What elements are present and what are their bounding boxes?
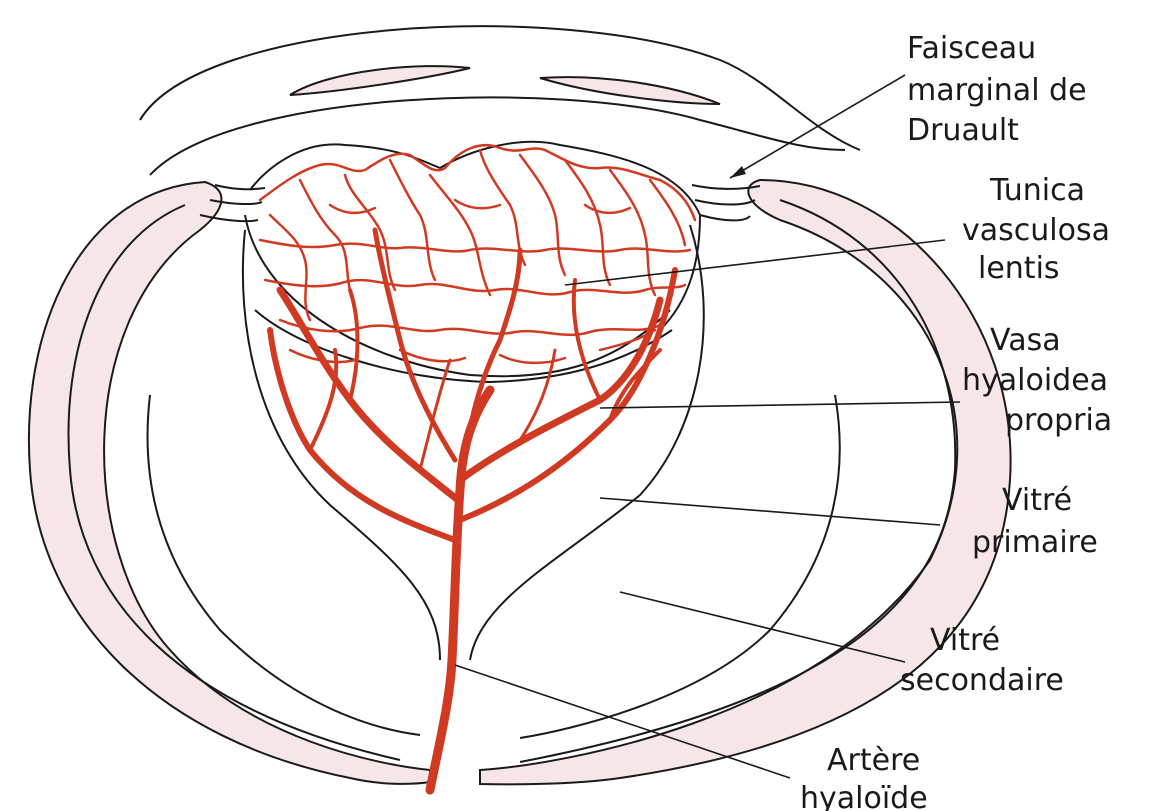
upper-lid-band	[140, 26, 860, 175]
label-vasa-line3: propria	[1005, 403, 1112, 438]
hyaloid-vascular-network	[260, 145, 695, 790]
leader-vitre-primaire	[600, 498, 940, 525]
hyaloid-artery-trunk	[430, 390, 490, 790]
label-vitre-secondaire-line2: secondaire	[900, 663, 1064, 698]
label-vitre-primaire-line2: primaire	[972, 525, 1098, 560]
label-vasa-line2: hyaloidea	[962, 363, 1108, 398]
leader-vitre-secondaire	[620, 592, 905, 662]
label-artere-line2: hyaloïde	[800, 781, 928, 811]
label-faisceau-line1: Faisceau	[907, 31, 1036, 66]
label-tunica-line2: vasculosa	[962, 213, 1110, 248]
label-tunica-line3: lentis	[978, 251, 1060, 286]
leader-faisceau	[730, 75, 905, 178]
label-artere-line1: Artère	[827, 743, 920, 778]
label-vitre-secondaire-line1: Vitré	[930, 623, 1000, 658]
leader-vasa	[600, 402, 960, 408]
label-faisceau-line3: Druault	[907, 113, 1019, 148]
label-faisceau-line2: marginal de	[907, 73, 1087, 108]
label-vasa-line1: Vasa	[990, 323, 1061, 358]
label-vitre-primaire-line1: Vitré	[1002, 483, 1072, 518]
label-tunica-line1: Tunica	[989, 173, 1085, 208]
